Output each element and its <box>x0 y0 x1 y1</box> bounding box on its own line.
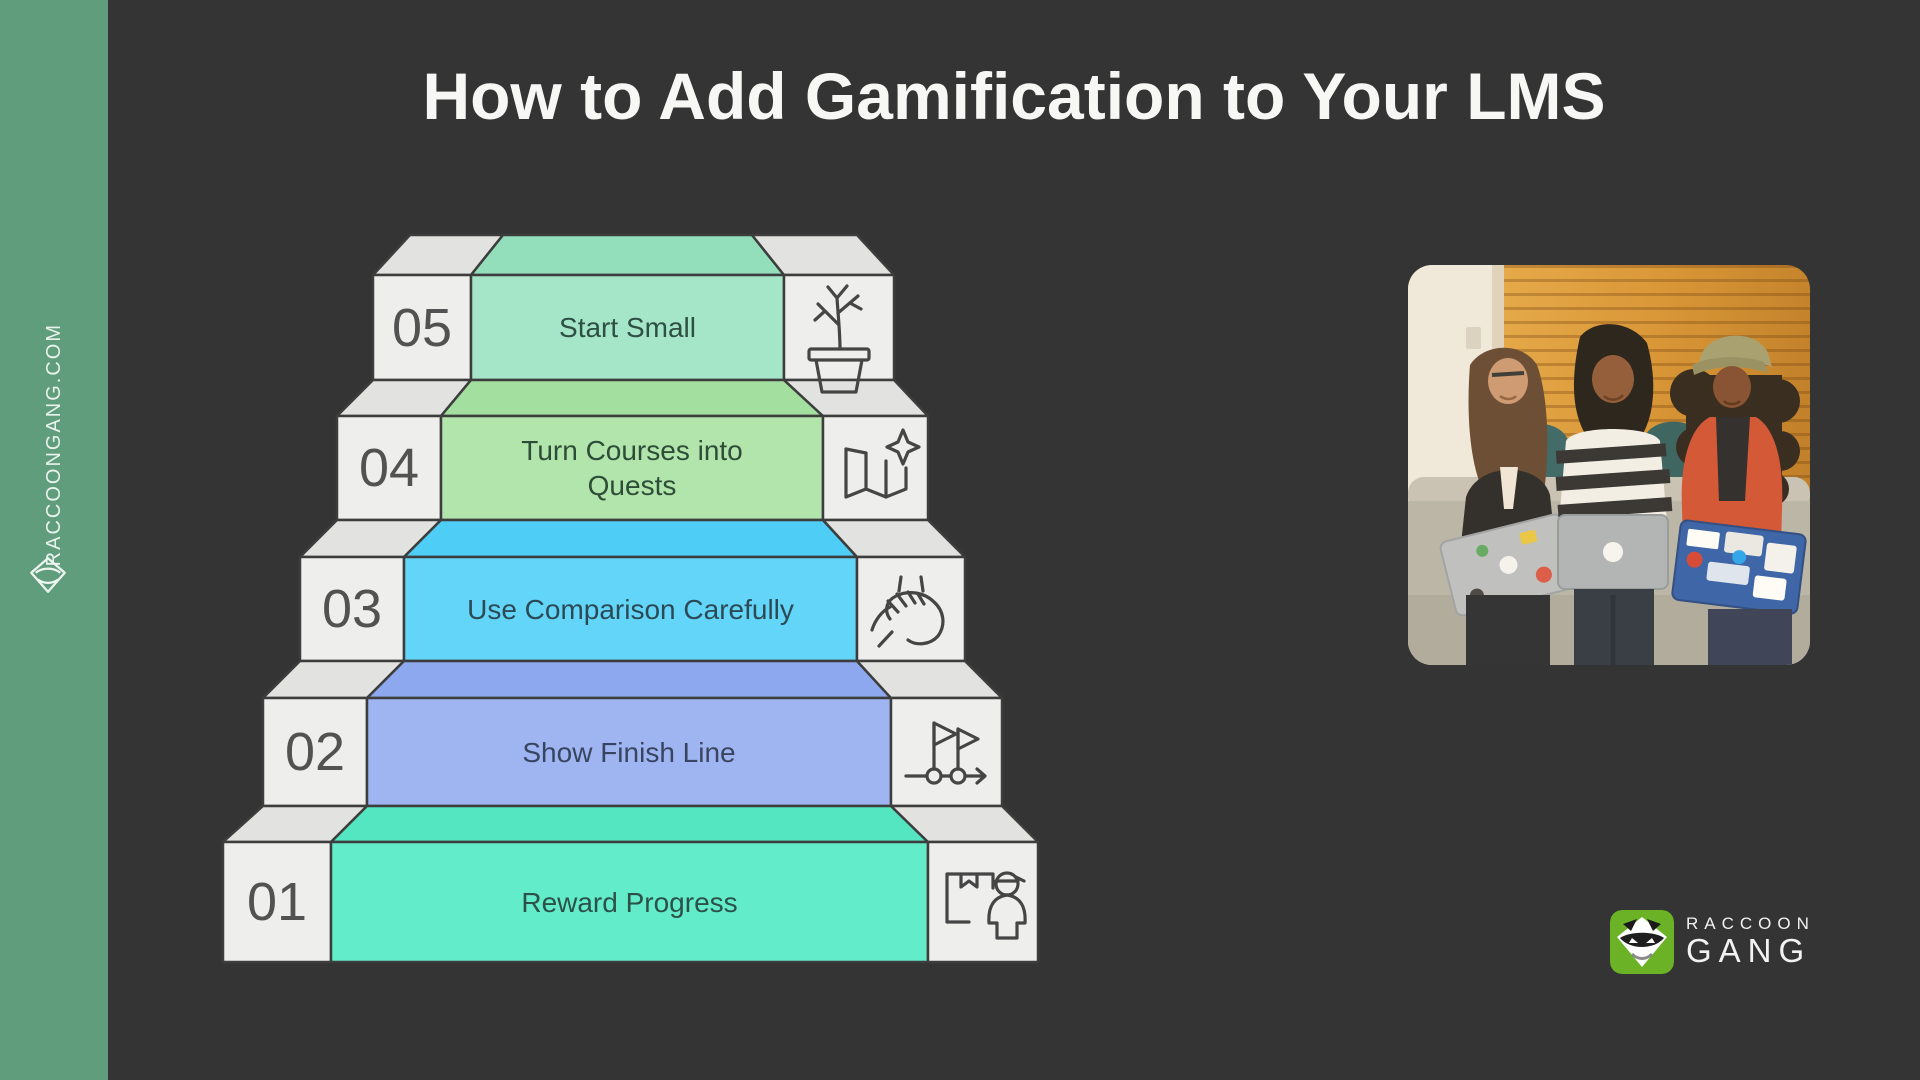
page-title: How to Add Gamification to Your LMS <box>422 59 1606 133</box>
step-03-icon-box <box>855 555 967 663</box>
milestone-flags-icon <box>904 721 987 785</box>
sidebar: RACCOONGANG.COM <box>0 0 108 1080</box>
step-03-number-box <box>298 555 406 663</box>
potted-plant-icon <box>807 284 871 394</box>
brand-name-top: RACCOON <box>1686 914 1815 933</box>
step-02-top-surface <box>365 659 893 700</box>
quest-map-icon <box>844 428 921 499</box>
step-04-icon-box <box>821 414 930 522</box>
step-04-number-box <box>335 414 443 522</box>
step-05-front <box>469 273 786 382</box>
step-03-front <box>402 555 859 663</box>
step-04-top-surface <box>439 378 825 418</box>
brand-name-bottom: GANG <box>1686 932 1812 969</box>
raccoon-diamond-icon <box>30 557 66 593</box>
step-04-front <box>439 414 825 522</box>
step-05-top-surface <box>469 233 786 277</box>
hands-together-icon <box>870 575 945 648</box>
step-03-top-surface <box>402 518 859 559</box>
step-01-top-surface <box>329 804 930 844</box>
step-01-front <box>329 840 930 964</box>
person-right <box>1670 335 1807 665</box>
brand-name: RACCOON GANG <box>1686 914 1815 970</box>
brand-logo: RACCOON GANG <box>1610 910 1815 974</box>
step-01-number-box <box>221 840 333 964</box>
person-left <box>1439 347 1578 665</box>
raccoon-diamond-icon <box>1610 910 1674 974</box>
team-photo-illustration <box>1408 265 1810 665</box>
step-02-icon-box <box>889 696 1004 808</box>
team-photo <box>1408 265 1810 665</box>
reward-delivery-icon <box>945 871 1027 940</box>
person-middle <box>1555 324 1673 665</box>
step-02-front <box>365 696 893 808</box>
step-05-number-box <box>371 273 473 382</box>
step-02-number-box <box>261 696 369 808</box>
